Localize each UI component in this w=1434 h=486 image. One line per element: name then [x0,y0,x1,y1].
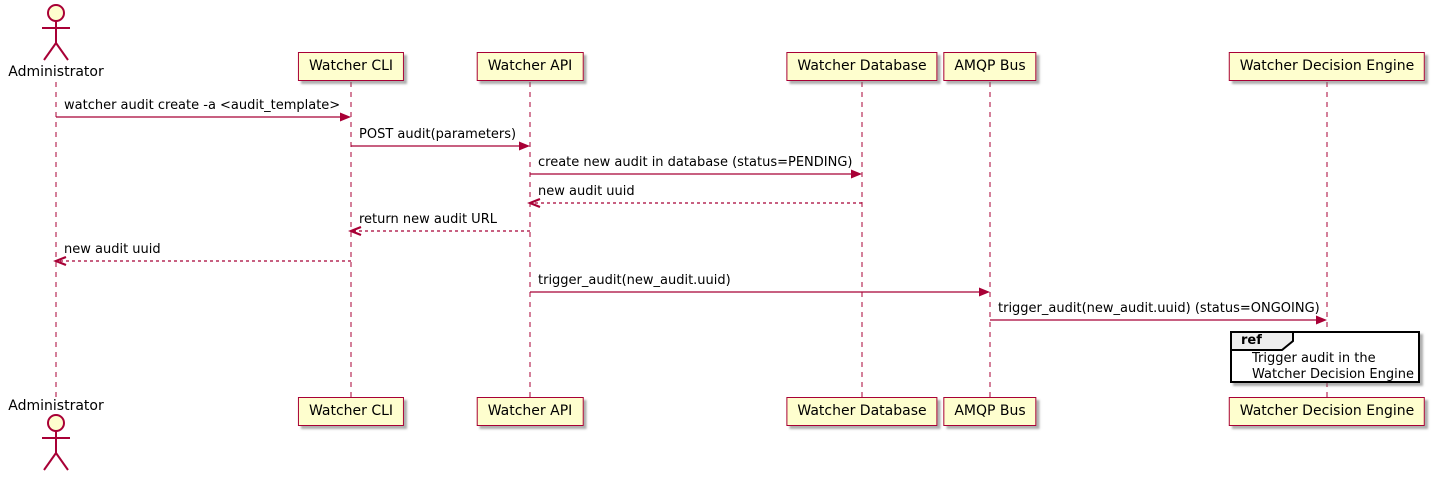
participant-watcher-decision-engine-top: Watcher Decision Engine [1228,52,1426,81]
participant-watcher-cli-top: Watcher CLI [297,52,405,81]
participant-amqp-bus-top: AMQP Bus [943,52,1037,81]
participant-watcher-database-top: Watcher Database [786,52,938,81]
arrowhead-0 [340,112,351,122]
actor-label-top: Administrator [8,64,104,80]
arrowhead-4 [348,225,362,237]
message-label-1: POST audit(parameters) [359,127,517,142]
arrowhead-1 [519,141,530,151]
arrowhead-3 [527,197,541,209]
message-label-5: new audit uuid [64,242,161,257]
ref-text-line-0: Trigger audit in the [1252,351,1376,366]
participant-watcher-cli-bottom: Watcher CLI [297,397,405,426]
ref-tab [1230,331,1294,351]
actor-figure-bottom [42,414,70,471]
message-label-4: return new audit URL [359,212,497,227]
participant-watcher-api-bottom: Watcher API [476,397,584,426]
participant-amqp-bus-bottom: AMQP Bus [943,397,1037,426]
message-label-3: new audit uuid [538,184,635,199]
arrowhead-5 [53,255,67,267]
ref-text-line-1: Watcher Decision Engine [1252,367,1414,382]
actor-figure-top [42,4,70,61]
message-label-6: trigger_audit(new_audit.uuid) [538,273,731,288]
participant-watcher-api-top: Watcher API [476,52,584,81]
message-label-7: trigger_audit(new_audit.uuid) (status=ON… [998,301,1320,316]
arrowhead-2 [851,169,862,179]
ref-keyword: ref [1241,333,1262,348]
arrowhead-7 [1316,315,1327,325]
actor-label-bottom: Administrator [8,398,104,414]
arrowhead-6 [979,287,990,297]
participant-watcher-database-bottom: Watcher Database [786,397,938,426]
message-label-2: create new audit in database (status=PEN… [538,155,853,170]
participant-watcher-decision-engine-bottom: Watcher Decision Engine [1228,397,1426,426]
message-label-0: watcher audit create -a <audit_template> [64,98,341,113]
ref-tab-shape [1230,331,1294,351]
